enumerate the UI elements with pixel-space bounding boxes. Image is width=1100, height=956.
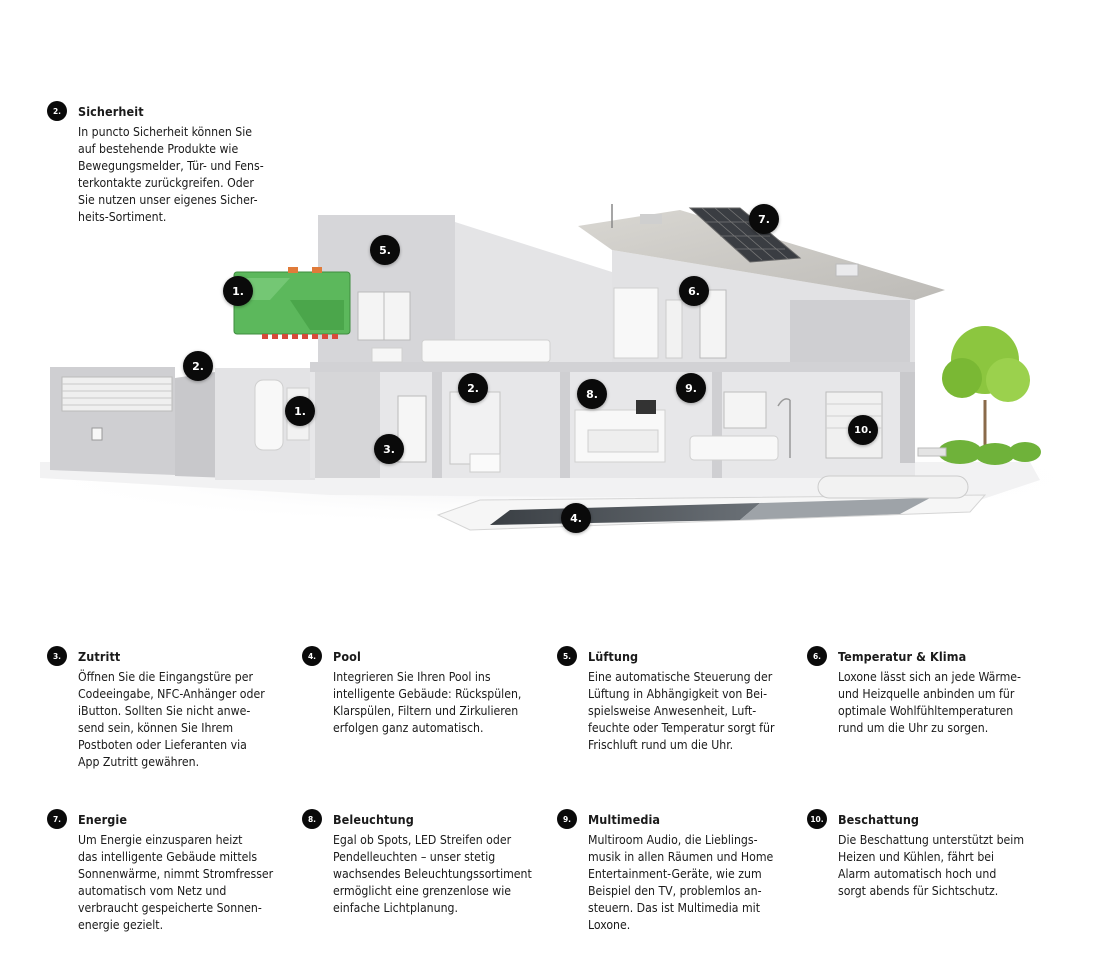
feature-title: Sicherheit — [78, 103, 144, 119]
upper-left-block — [318, 215, 455, 362]
feature-zutritt: 3. Zutritt Öffnen Sie die Eingangstüre pe… — [47, 646, 318, 771]
marker-6-climate[interactable]: 6. — [679, 276, 709, 306]
marker-4-pool[interactable]: 4. — [561, 503, 591, 533]
feature-text: Die Beschattung unterstützt beim Heizen … — [838, 833, 1025, 898]
feature-beschattung: 10. Beschattung Die Beschattung unterstüt… — [807, 809, 1078, 900]
feature-text: In puncto Sicherheit können Sie auf best… — [78, 125, 264, 224]
feature-energie: 7. Energie Um Energie einzusparen heizt d… — [47, 809, 318, 934]
feature-text: Um Energie einzusparen heizt das intelli… — [78, 833, 274, 932]
feature-text: Multiroom Audio, die Lieblings- musik in… — [588, 833, 774, 932]
feature-multimedia: 9. Multimedia Multiroom Audio, die Liebli… — [557, 809, 828, 934]
number-badge: 4. — [302, 646, 322, 666]
floor-slab — [310, 362, 915, 372]
water-heater — [254, 379, 284, 451]
feature-title: Zutritt — [78, 648, 121, 664]
garage — [50, 367, 175, 475]
feature-text: Loxone lässt sich an jede Wärme- und Hei… — [838, 670, 1022, 735]
feature-title: Energie — [78, 811, 128, 827]
feature-text: Integrieren Sie Ihren Pool ins intellige… — [333, 670, 522, 735]
feature-temperatur-klima: 6. Temperatur & Klima Loxone lässt sich a… — [807, 646, 1078, 737]
house-illustration — [0, 204, 1100, 531]
marker-5-ventilation[interactable]: 5. — [370, 235, 400, 265]
feature-title: Temperatur & Klima — [838, 648, 967, 664]
miniserver-device — [233, 267, 351, 339]
interior-door — [449, 391, 501, 465]
number-badge: 9. — [557, 809, 577, 829]
feature-title: Beleuchtung — [333, 811, 414, 827]
number-badge: 10. — [807, 809, 827, 829]
number-badge: 7. — [47, 809, 67, 829]
feature-title: Lüftung — [588, 648, 639, 664]
feature-text: Egal ob Spots, LED Streifen oder Pendell… — [333, 833, 532, 915]
feature-lueftung: 5. Lüftung Eine automatische Steuerung de… — [557, 646, 828, 754]
marker-2-garage[interactable]: 2. — [183, 351, 213, 381]
marker-7-solar[interactable]: 7. — [749, 204, 779, 234]
bushes — [938, 440, 1041, 465]
feature-beleuchtung: 8. Beleuchtung Egal ob Spots, LED Streife… — [302, 809, 573, 917]
feature-sicherheit: 2. Sicherheit In puncto Sicherheit können… — [47, 101, 318, 226]
number-badge: 8. — [302, 809, 322, 829]
marker-1-miniserver[interactable]: 1. — [223, 276, 253, 306]
tree — [942, 326, 1030, 460]
marker-1-cabinet[interactable]: 1. — [285, 396, 315, 426]
marker-9-multimedia[interactable]: 9. — [676, 373, 706, 403]
feature-title: Pool — [333, 648, 361, 664]
bed — [421, 339, 551, 363]
feature-text: Eine automatische Steuerung der Lüftung … — [588, 670, 775, 752]
sideboard — [469, 453, 501, 473]
number-badge: 5. — [557, 646, 577, 666]
pool-cover-roll — [817, 475, 969, 499]
shower-cabin — [613, 287, 659, 359]
marker-10-shading[interactable]: 10. — [848, 415, 878, 445]
marker-8-lighting[interactable]: 8. — [577, 379, 607, 409]
number-badge: 6. — [807, 646, 827, 666]
lounge-chair — [917, 447, 947, 457]
marker-3-entrance[interactable]: 3. — [374, 434, 404, 464]
feature-title: Beschattung — [838, 811, 920, 827]
number-badge: 2. — [47, 101, 67, 121]
kitchen — [574, 400, 666, 463]
marker-2-hall[interactable]: 2. — [458, 373, 488, 403]
number-badge: 3. — [47, 646, 67, 666]
feature-text: Öffnen Sie die Eingangstüre per Codeeing… — [78, 670, 265, 769]
feature-title: Multimedia — [588, 811, 661, 827]
feature-pool: 4. Pool Integrieren Sie Ihren Pool ins in… — [302, 646, 573, 737]
